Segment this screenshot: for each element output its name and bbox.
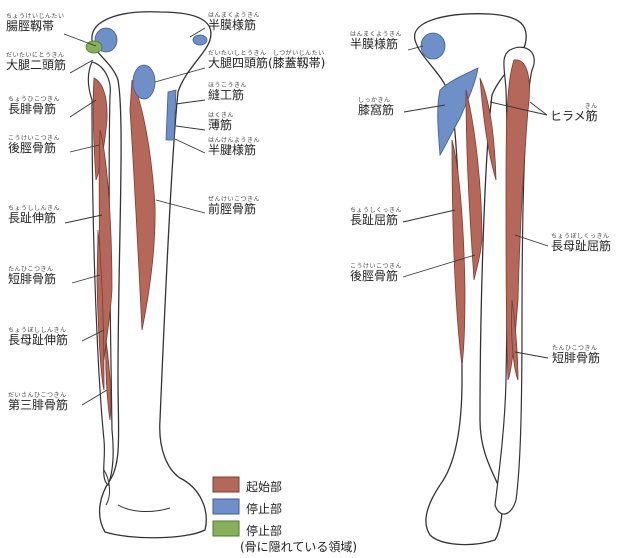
label-ext-hallucis-longus: ちょうぼししんきん長母趾伸筋 bbox=[8, 327, 68, 347]
legend-origin-label: 起始部 bbox=[246, 478, 282, 495]
legend-insertion-hidden-note: (骨に隠れている領域) bbox=[240, 538, 357, 555]
label-peroneus-brevis-front: たんひこつきん短腓骨筋 bbox=[8, 266, 56, 286]
label-semimembranosus-front: はんまくようきん半膜様筋 bbox=[208, 12, 260, 32]
label-peroneus-longus: ちょうひこつきん長腓骨筋 bbox=[8, 96, 60, 116]
label-ext-digitorum-longus: ちょうししんきん長趾伸筋 bbox=[8, 205, 60, 225]
label-peroneus-brevis-back: たんひこつきん短腓骨筋 bbox=[552, 345, 600, 365]
label-tibialis-anterior: ぜんけいこつきん前脛骨筋 bbox=[208, 196, 260, 216]
label-semimembranosus-back: はんまくようきん半膜様筋 bbox=[350, 31, 402, 51]
sartorius-gracilis-insertion bbox=[166, 90, 176, 140]
label-tibialis-posterior-back: こうけいこつきん後脛骨筋 bbox=[350, 263, 402, 283]
semitendinosus-insertion-front bbox=[193, 35, 207, 45]
label-gracilis: はくきん薄筋 bbox=[208, 112, 234, 132]
front-view bbox=[64, 12, 211, 538]
legend-swatch-insertion-hidden bbox=[213, 521, 239, 536]
legend-insertion-label: 停止部 bbox=[246, 500, 282, 517]
label-soleus: きんヒラメ筋 bbox=[550, 103, 598, 123]
label-peroneus-tertius: だいさんひこつきん第三腓骨筋 bbox=[8, 392, 68, 412]
quadriceps-insertion bbox=[133, 65, 155, 99]
label-biceps-femoris: だいたいにとうきん大腿二頭筋 bbox=[6, 52, 66, 72]
label-popliteus: しっかきん膝窩筋 bbox=[358, 97, 394, 117]
legend-swatch-origin bbox=[213, 477, 239, 492]
label-sartorius: ほうこうきん縫工筋 bbox=[208, 82, 247, 102]
legend-insertion-hidden-label: 停止部 bbox=[246, 522, 282, 539]
label-flexor-digitorum-longus: ちょうしくっきん長趾屈筋 bbox=[350, 207, 402, 227]
label-iliotibial: ちょうけいじんたい腸脛靱帯 bbox=[6, 13, 65, 33]
label-semitendinosus: はんけんようきん半腱様筋 bbox=[208, 137, 260, 157]
label-tibialis-posterior-front: こうけいこつきん後脛骨筋 bbox=[8, 135, 60, 155]
legend-swatches bbox=[213, 477, 239, 536]
label-flexor-hallucis-longus: ちょうぼしくっきん長母趾屈筋 bbox=[551, 233, 611, 253]
legend-swatch-insertion bbox=[213, 499, 239, 514]
back-view bbox=[403, 14, 548, 545]
label-quadriceps: だいたいしとうきん しつがいじんたい大腿四頭筋(膝蓋靱帯) bbox=[208, 50, 325, 70]
semimembranosus-insertion-back bbox=[421, 33, 445, 59]
